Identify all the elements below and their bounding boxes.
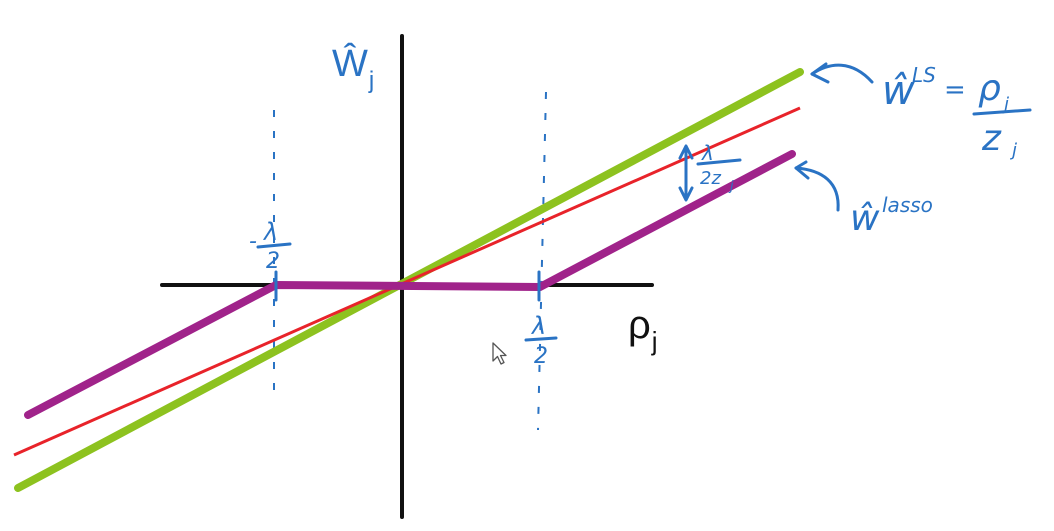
svg-text:λ: λ — [701, 141, 714, 165]
least-squares-annotation: ŵ LS = ρ j z j — [810, 62, 1032, 161]
lasso-line — [24, 150, 796, 419]
svg-text:=: = — [944, 75, 966, 105]
svg-text:λ: λ — [262, 218, 278, 246]
arrow-down-icon — [678, 186, 694, 202]
svg-text:j: j — [1009, 140, 1017, 161]
svg-text:λ: λ — [530, 312, 546, 340]
red-reference-line — [13, 106, 801, 457]
svg-text:z: z — [981, 118, 1002, 159]
arrow-up-icon — [678, 144, 694, 160]
x-axis-label: ρj — [628, 303, 658, 356]
svg-text:2: 2 — [266, 249, 280, 274]
arrow-head-icon — [810, 62, 830, 84]
svg-text:j: j — [1001, 94, 1009, 115]
svg-text:LS: LS — [912, 63, 936, 87]
pos-threshold-guide — [537, 91, 547, 431]
svg-text:-: - — [249, 229, 257, 254]
arrow-head-icon — [794, 160, 810, 180]
arrow-curve — [794, 166, 840, 212]
mouse-pointer-icon — [492, 342, 507, 365]
y-axis-label: Ŵj — [332, 42, 374, 94]
svg-text:ŵ: ŵ — [882, 68, 915, 114]
gap-annotation: λ 2z j — [678, 141, 742, 202]
svg-text:lasso: lasso — [882, 193, 933, 217]
svg-text:ŵ: ŵ — [850, 198, 880, 239]
svg-text:ρ: ρ — [978, 68, 1001, 109]
lasso-annotation: ŵ lasso — [794, 160, 933, 239]
svg-text:j: j — [728, 179, 734, 194]
neg-threshold-label: - λ 2 — [249, 218, 292, 274]
svg-text:2: 2 — [534, 344, 548, 369]
svg-text:2z: 2z — [700, 168, 721, 189]
pos-threshold-label: λ 2 — [524, 312, 558, 369]
